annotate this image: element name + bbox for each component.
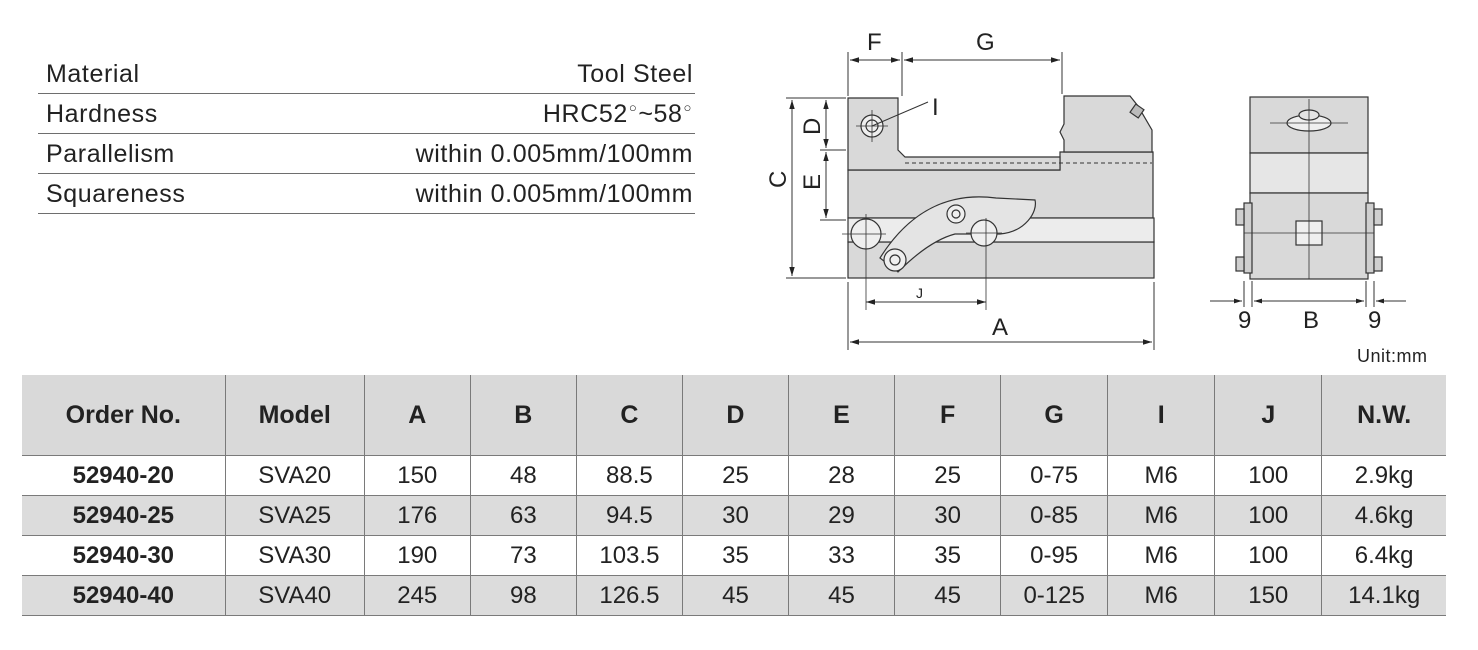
spec-value: within 0.005mm/100mm (415, 180, 693, 208)
table-cell: 98 (469, 575, 577, 616)
spec-value: HRC52○~58○ (543, 100, 693, 133)
column-header: G (1000, 375, 1108, 456)
column-header: D (681, 375, 789, 456)
spec-label: Hardness (46, 100, 158, 128)
table-row: 52940-30 SVA30 190 73 103.5 35 33 35 0-9… (22, 535, 1446, 576)
column-header: B (469, 375, 577, 456)
table-cell: 6.4kg (1321, 535, 1446, 576)
table-cell: 30 (894, 495, 1001, 536)
table-cell: 0-85 (1000, 495, 1108, 536)
hardness-max: ~58 (638, 100, 683, 128)
dim-label-j: J (916, 285, 923, 301)
dim-label-a: A (992, 314, 1008, 341)
column-header: E (787, 375, 895, 456)
table-cell: 25 (894, 455, 1001, 496)
column-header: F (894, 375, 1001, 456)
spec-row-parallelism: Parallelism within 0.005mm/100mm (38, 134, 695, 174)
column-header: Order No. (22, 375, 226, 456)
table-cell: 35 (681, 535, 789, 576)
table-cell: 88.5 (575, 455, 683, 496)
spec-value: Tool Steel (577, 60, 693, 88)
table-cell: 45 (681, 575, 789, 616)
front-view-drawing: 9 B 9 (1210, 96, 1406, 334)
table-cell: 14.1kg (1321, 575, 1446, 616)
dim-label-side-right: 9 (1368, 307, 1381, 334)
degree-icon: ○ (683, 100, 692, 115)
table-cell: 30 (681, 495, 789, 536)
side-view-drawing: I F G C D E J A (765, 29, 1155, 350)
degree-icon: ○ (628, 100, 638, 115)
dim-label-c: C (765, 171, 792, 188)
column-header: I (1107, 375, 1215, 456)
column-header: A (363, 375, 471, 456)
table-cell: SVA40 (224, 575, 365, 616)
table-cell: 29 (787, 495, 895, 536)
dim-label-i: I (932, 94, 939, 121)
table-cell: M6 (1107, 455, 1215, 496)
table-cell: 100 (1214, 455, 1322, 496)
table-cell: 4.6kg (1321, 495, 1446, 536)
table-cell: 150 (1214, 575, 1322, 616)
hardness-min: HRC52 (542, 100, 628, 128)
table-cell: 52940-25 (22, 495, 226, 536)
spec-label: Parallelism (46, 140, 175, 168)
dim-label-d: D (799, 118, 826, 135)
table-cell: 63 (469, 495, 577, 536)
movable-jaw (1059, 95, 1153, 153)
table-cell: 33 (787, 535, 895, 576)
table-cell: 52940-30 (22, 535, 226, 576)
dim-label-g: G (976, 29, 995, 56)
spec-row-hardness: Hardness HRC52○~58○ (38, 94, 695, 134)
table-cell: 52940-40 (22, 575, 226, 616)
table-row: 52940-40 SVA40 245 98 126.5 45 45 45 0-1… (22, 575, 1446, 616)
table-cell: 52940-20 (22, 455, 226, 496)
table-header-row: Order No. Model A B C D E F G I J N.W. (22, 375, 1446, 456)
table-cell: M6 (1107, 575, 1215, 616)
spec-table: Order No. Model A B C D E F G I J N.W. 5… (22, 375, 1446, 616)
table-cell: 176 (363, 495, 471, 536)
table-cell: 48 (469, 455, 577, 496)
table-cell: SVA25 (224, 495, 365, 536)
table-cell: 45 (787, 575, 895, 616)
table-cell: M6 (1107, 535, 1215, 576)
dim-label-f: F (867, 29, 882, 56)
spec-list: Material Tool Steel Hardness HRC52○~58○ … (38, 55, 695, 214)
table-cell: 190 (363, 535, 471, 576)
column-header: J (1214, 375, 1322, 456)
table-cell: M6 (1107, 495, 1215, 536)
curved-arm (879, 196, 1036, 273)
table-cell: 0-75 (1000, 455, 1108, 496)
table-cell: 28 (787, 455, 895, 496)
table-row: 52940-20 SVA20 150 48 88.5 25 28 25 0-75… (22, 455, 1446, 496)
table-cell: SVA20 (224, 455, 365, 496)
table-cell: 45 (894, 575, 1001, 616)
table-cell: 25 (681, 455, 789, 496)
table-cell: 94.5 (575, 495, 683, 536)
table-cell: 2.9kg (1321, 455, 1446, 496)
spec-row-squareness: Squareness within 0.005mm/100mm (38, 174, 695, 214)
dim-label-e: E (799, 174, 826, 190)
table-cell: 100 (1214, 535, 1322, 576)
spec-label: Squareness (46, 180, 186, 208)
table-cell: 100 (1214, 495, 1322, 536)
table-cell: 245 (363, 575, 471, 616)
dim-label-b: B (1303, 307, 1319, 334)
column-header: C (575, 375, 683, 456)
unit-label: Unit:mm (1357, 346, 1428, 366)
table-cell: 0-125 (1000, 575, 1108, 616)
table-cell: 0-95 (1000, 535, 1108, 576)
table-cell: SVA30 (224, 535, 365, 576)
table-row: 52940-25 SVA25 176 63 94.5 30 29 30 0-85… (22, 495, 1446, 536)
table-cell: 103.5 (575, 535, 683, 576)
spec-label: Material (46, 60, 140, 88)
table-cell: 73 (469, 535, 577, 576)
table-cell: 35 (894, 535, 1001, 576)
spec-value: within 0.005mm/100mm (415, 140, 693, 168)
table-cell: 126.5 (575, 575, 683, 616)
spec-row-material: Material Tool Steel (38, 55, 695, 94)
dim-label-side-left: 9 (1238, 307, 1251, 334)
column-header: N.W. (1321, 375, 1446, 456)
column-header: Model (224, 375, 365, 456)
table-cell: 150 (363, 455, 471, 496)
